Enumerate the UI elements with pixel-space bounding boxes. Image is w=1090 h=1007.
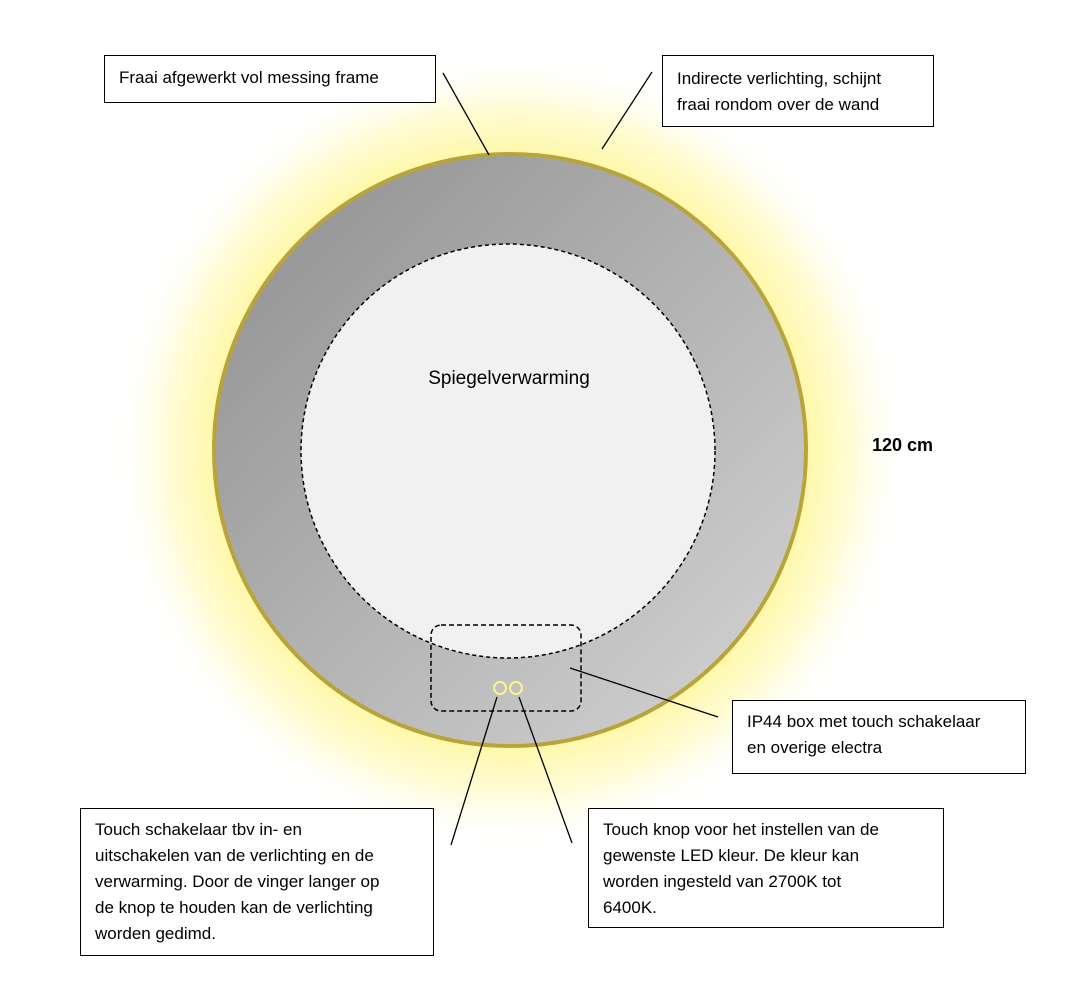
- callout-frame-line: Fraai afgewerkt vol messing frame: [119, 68, 379, 87]
- touch-knob-button[interactable]: [509, 681, 523, 695]
- leader-touch-switch: [450, 696, 498, 846]
- callout-lighting: Indirecte verlichting, schijnt fraai ron…: [662, 55, 934, 127]
- callout-touch-switch-line: de knop te houden kan de verlichting: [95, 898, 373, 917]
- callout-ip44: IP44 box met touch schakelaar en overige…: [732, 700, 1026, 774]
- callout-touch-switch: Touch schakelaar tbv in- en uitschakelen…: [80, 808, 434, 956]
- callout-ip44-line: en overige electra: [747, 738, 883, 757]
- touch-switch-button[interactable]: [493, 681, 507, 695]
- diameter-label: 120 cm: [872, 435, 934, 455]
- callout-ip44-line: IP44 box met touch schakelaar: [747, 712, 981, 731]
- leader-frame: [442, 72, 490, 156]
- callout-lighting-line: fraai rondom over de wand: [677, 95, 880, 114]
- heating-zone-label: Spiegelverwarming: [428, 368, 590, 389]
- callout-touch-switch-line: uitschakelen van de verlichting en de: [95, 846, 374, 865]
- ip44-box: [430, 624, 582, 712]
- callout-frame: Fraai afgewerkt vol messing frame: [104, 55, 436, 103]
- callout-touch-knob-line: Touch knop voor het instellen van de: [603, 820, 879, 839]
- heating-zone: [300, 243, 716, 659]
- callout-touch-switch-line: Touch schakelaar tbv in- en: [95, 820, 302, 839]
- callout-touch-switch-line: worden gedimd.: [95, 924, 216, 943]
- callout-touch-knob-line: worden ingesteld van 2700K tot: [603, 872, 842, 891]
- leader-lighting: [601, 71, 653, 150]
- callout-touch-knob-line: 6400K.: [603, 898, 657, 917]
- callout-lighting-line: Indirecte verlichting, schijnt: [677, 69, 882, 88]
- leader-touch-knob: [518, 696, 573, 844]
- callout-touch-knob: Touch knop voor het instellen van de gew…: [588, 808, 944, 928]
- callout-touch-knob-line: gewenste LED kleur. De kleur kan: [603, 846, 860, 865]
- leader-ip44: [569, 667, 719, 718]
- callout-touch-switch-line: verwarming. Door de vinger langer op: [95, 872, 380, 891]
